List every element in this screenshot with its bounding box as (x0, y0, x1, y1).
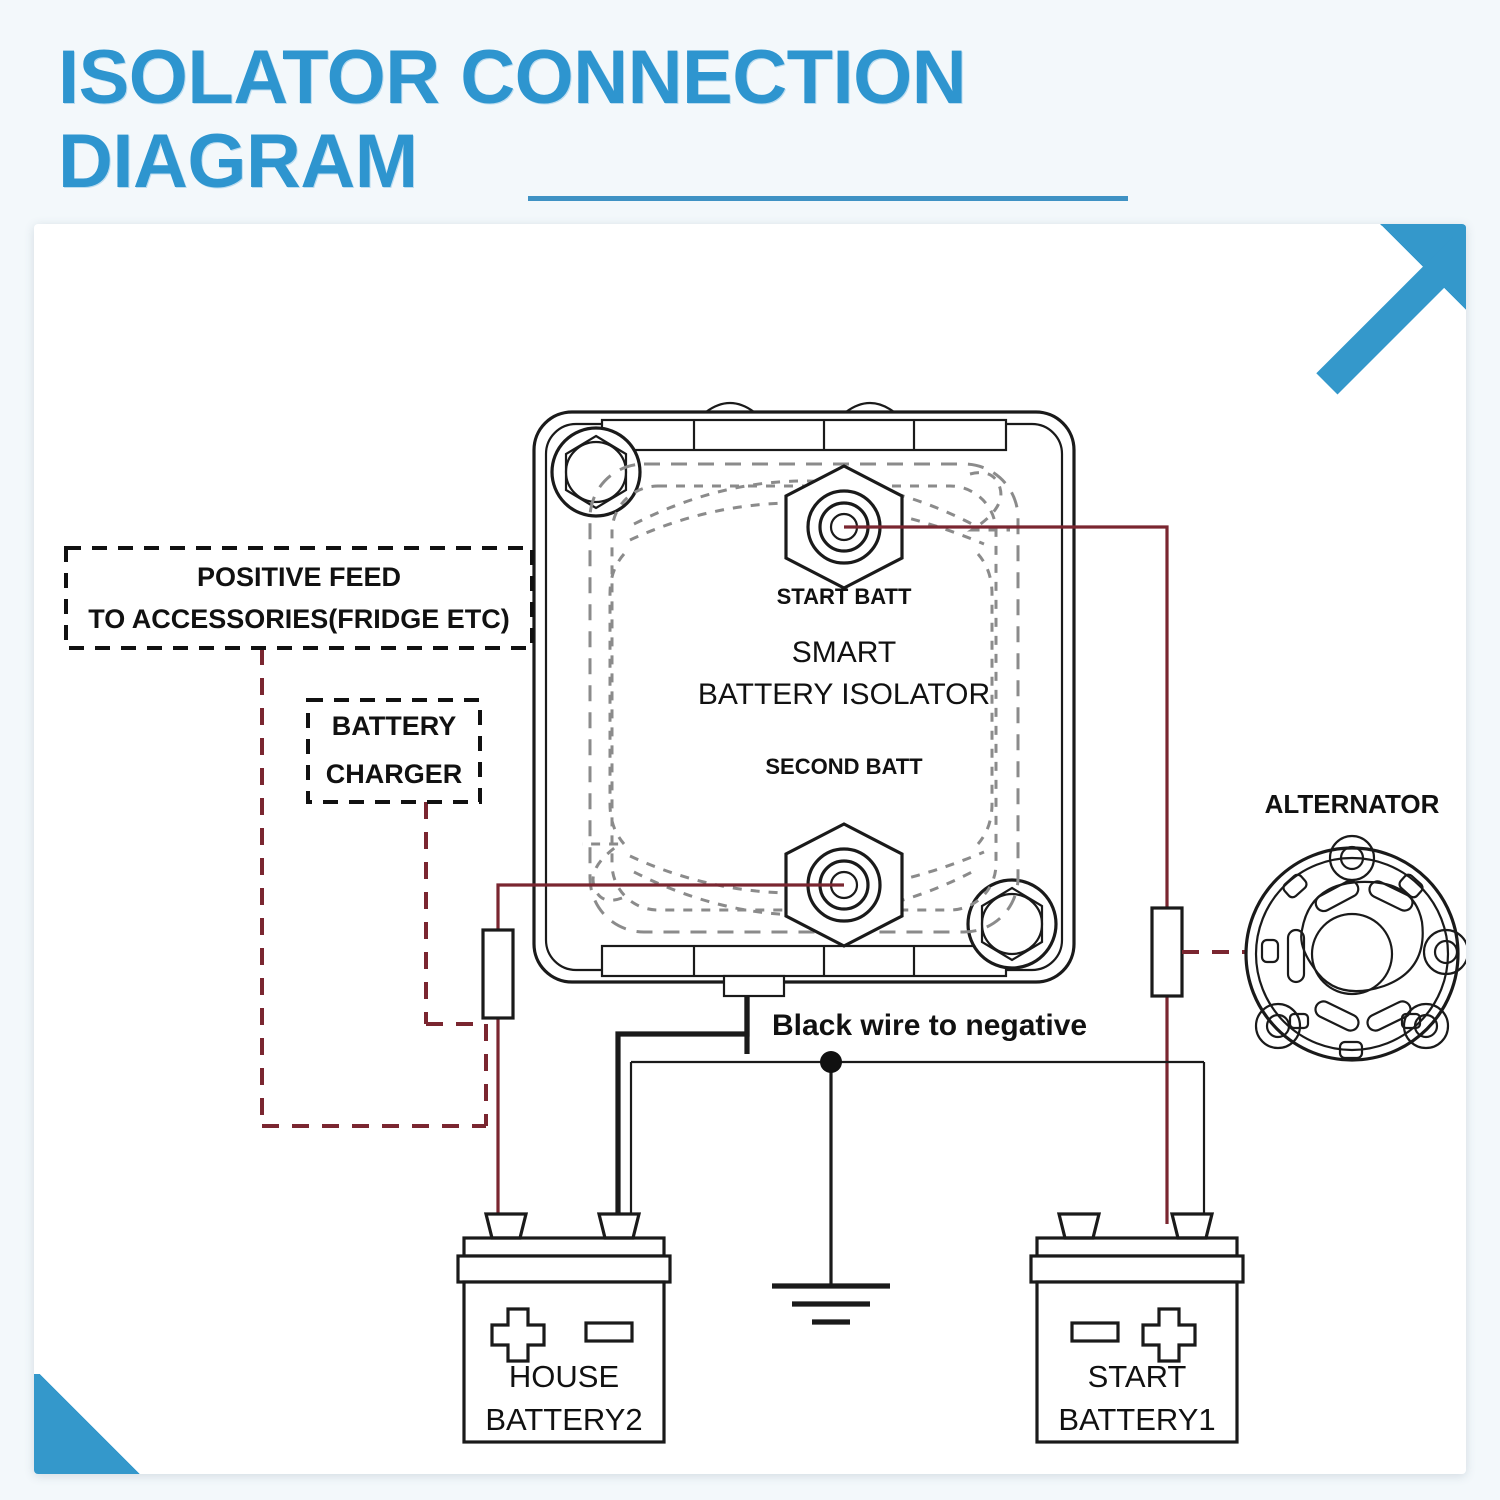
wire-battery-charger-dashed (424, 802, 488, 1126)
callout-positive-feed-line-1: POSITIVE FEED (196, 562, 402, 592)
battery-start (1029, 1212, 1245, 1444)
corner-accent-bottom-left-triangle (34, 1374, 146, 1474)
callout-battery-charger-line-2: CHARGER (325, 759, 463, 789)
smart-battery-isolator-body (532, 401, 1076, 998)
diagram-card: .k { fill:none; stroke:#1a1a1a; stroke-w… (34, 224, 1466, 1474)
battery-house-label-line-2: BATTERY2 (485, 1402, 643, 1437)
terminal-second-batt-label: SECOND BATT (765, 754, 923, 779)
callout-positive-feed (64, 546, 534, 650)
callout-battery-charger-line-1: BATTERY (331, 711, 457, 741)
page-title-line-1: ISOLATOR CONNECTION (58, 35, 967, 120)
terminal-start-batt-label: START BATT (776, 584, 912, 609)
callout-battery-charger (306, 698, 482, 804)
device-name-line-1: SMART (791, 636, 897, 669)
alternator-symbol (1244, 834, 1466, 1062)
fuse-start-circuit (1150, 906, 1184, 998)
wire-second-batt-to-battery2 (496, 883, 844, 1224)
page-title-line-2: DIAGRAM (58, 119, 418, 204)
callout-positive-feed-line-2: TO ACCESSORIES(FRIDGE ETC) (88, 604, 510, 634)
device-name-line-2: BATTERY ISOLATOR (697, 678, 991, 711)
battery-house-label-line-1: HOUSE (508, 1359, 620, 1394)
battery-start-label-line-2: BATTERY1 (1058, 1402, 1216, 1437)
wire-positive-feed-dashed (260, 648, 486, 1128)
chassis-ground-symbol (772, 1283, 890, 1325)
wiring-diagram: .k { fill:none; stroke:#1a1a1a; stroke-w… (64, 401, 1466, 1444)
fuse-house-circuit (481, 928, 515, 1020)
page-title: ISOLATOR CONNECTION DIAGRAM (58, 36, 1178, 216)
battery-house (456, 1212, 672, 1444)
title-underline-rule (528, 196, 1128, 201)
battery-start-label-line-1: START (1087, 1359, 1187, 1394)
wire-black-negative (615, 996, 1206, 1284)
alternator-label: ALTERNATOR (1264, 789, 1440, 819)
black-wire-note: Black wire to negative (772, 1009, 1088, 1042)
